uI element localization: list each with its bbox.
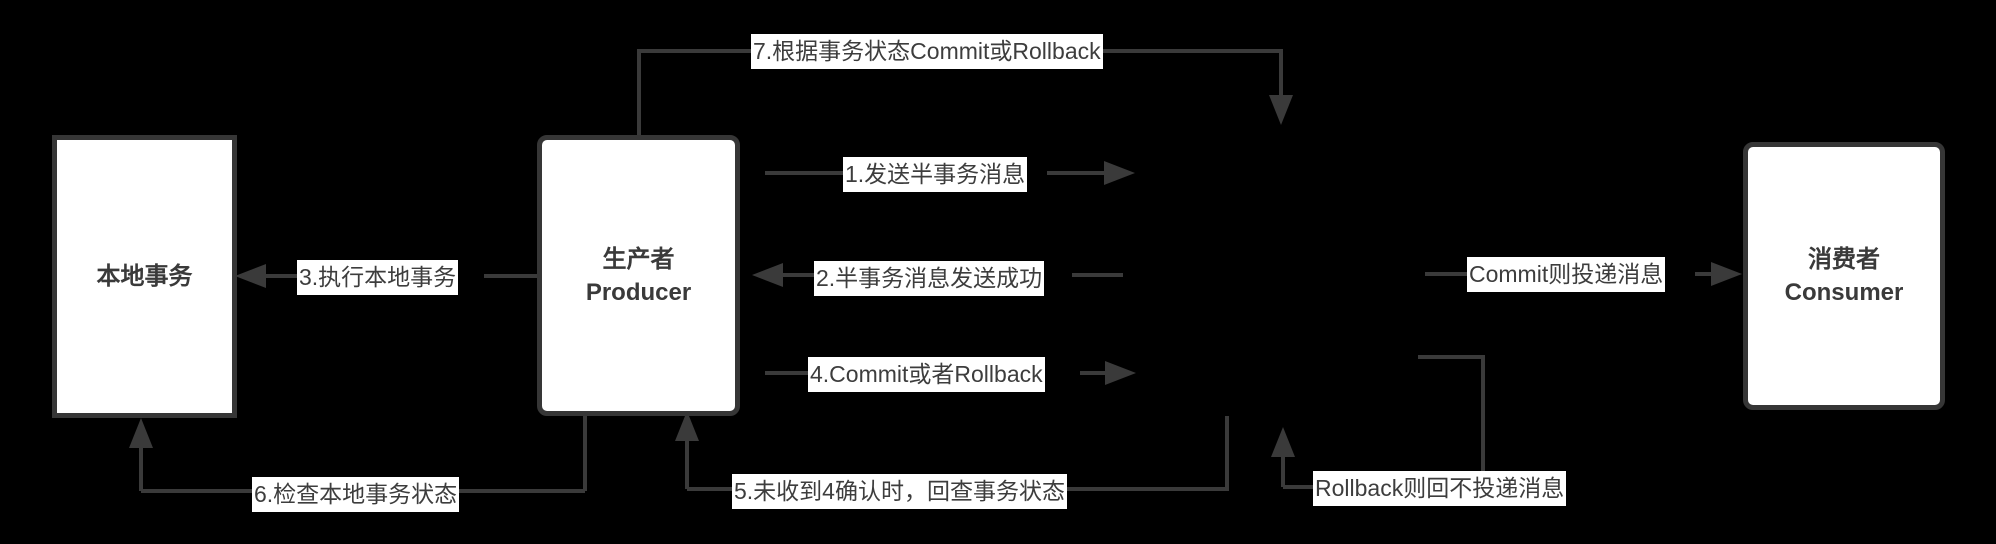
edge6-label: 6.检查本地事务状态 — [252, 477, 460, 512]
broker-box-hidden — [1135, 127, 1420, 423]
edge5-line-down — [1225, 416, 1229, 491]
edge7-arrowhead-down-icon — [1269, 95, 1293, 125]
commit-line-left — [1425, 272, 1467, 276]
rollback-label: Rollback则回不投递消息 — [1313, 471, 1567, 506]
commit-line-right — [1695, 272, 1714, 276]
edge1-arrowhead-right-icon — [1104, 161, 1135, 185]
edge6-line-down — [583, 415, 587, 491]
producer-label-en: Producer — [585, 278, 692, 306]
edge7-line-down — [1279, 49, 1283, 95]
edge2-line-right — [1072, 273, 1123, 277]
rollback-line-down — [1481, 355, 1485, 473]
edge4-label: 4.Commit或者Rollback — [808, 357, 1045, 392]
edge3-line-right — [484, 274, 537, 278]
edge7-label: 7.根据事务状态Commit或Rollback — [751, 34, 1103, 69]
consumer-label-cn: 消费者 — [1808, 246, 1880, 273]
edge5-label: 5.未收到4确认时，回查事务状态 — [732, 474, 1067, 509]
rollback-line-up — [1281, 455, 1285, 487]
producer-label-cn: 生产者 — [602, 245, 675, 273]
commit-arrowhead-right-icon — [1711, 262, 1742, 286]
rollback-line-top — [1418, 355, 1485, 359]
rollback-arrowhead-up-icon — [1271, 427, 1295, 457]
edge5-line-up — [685, 441, 689, 489]
commit-label: Commit则投递消息 — [1467, 257, 1666, 292]
rollback-line-bottom — [1283, 485, 1313, 489]
edge7-line-up — [637, 49, 641, 135]
edge2-line-left — [783, 273, 814, 277]
edge1-line-left — [765, 171, 843, 175]
consumer-label-en: Consumer — [1784, 279, 1904, 306]
edge6-arrowhead-up-icon — [129, 418, 153, 448]
edge2-arrowhead-left-icon — [752, 263, 783, 287]
edge4-line-left — [765, 371, 808, 375]
edge4-arrowhead-right-icon — [1105, 361, 1136, 385]
local-transaction-label: 本地事务 — [96, 263, 193, 290]
edge4-line-right — [1080, 371, 1105, 375]
consumer-box: 消费者 Consumer — [1743, 142, 1945, 410]
edge2-label: 2.半事务消息发送成功 — [814, 261, 1045, 296]
edge3-arrowhead-left-icon — [235, 264, 266, 288]
edge3-line-left — [266, 274, 298, 278]
edge1-line-right — [1047, 171, 1104, 175]
local-transaction-box: 本地事务 — [52, 135, 237, 418]
edge3-label: 3.执行本地事务 — [297, 260, 459, 295]
edge5-arrowhead-up-icon — [675, 411, 699, 441]
edge6-line-up — [139, 448, 143, 491]
producer-box: 生产者 Producer — [537, 135, 740, 416]
edge1-label: 1.发送半事务消息 — [843, 157, 1028, 192]
